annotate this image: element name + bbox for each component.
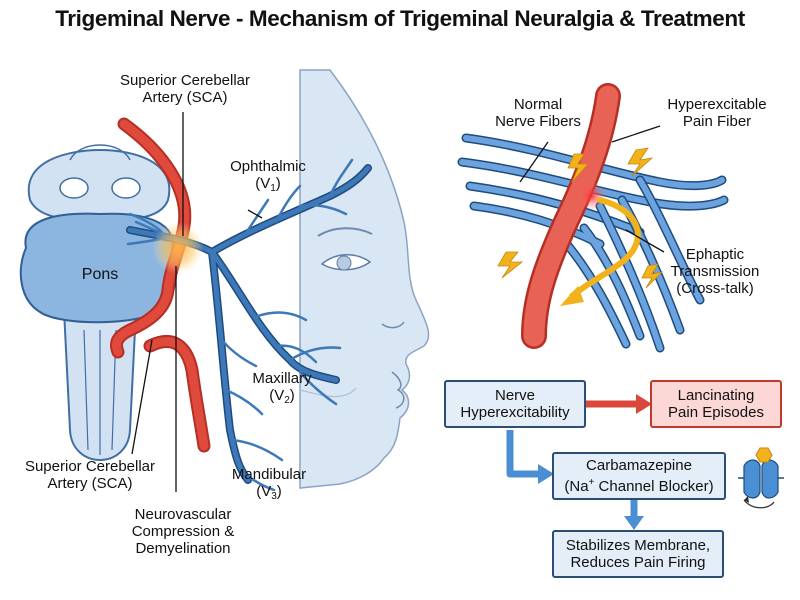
face-profile	[299, 69, 430, 489]
eye-iris	[336, 255, 352, 271]
spark-icon	[497, 251, 524, 279]
eyebrow	[317, 227, 373, 237]
nerve-fiber-inset	[457, 83, 729, 353]
spark-icon	[567, 153, 589, 183]
carbamazepine-box: Carbamazepine (Na+ Channel Blocker)	[552, 452, 726, 500]
nostril	[381, 321, 405, 329]
leader-lines	[131, 112, 263, 492]
spark-icons	[497, 147, 664, 289]
midbrain	[27, 148, 171, 222]
stabilizes-membrane-box: Stabilizes Membrane,Reduces Pain Firing	[552, 530, 724, 578]
spark-icon	[641, 263, 664, 289]
compression-glow	[152, 222, 204, 274]
maxillary-label: Maxillary (V2)	[252, 370, 312, 406]
spark-icon	[627, 147, 654, 177]
cerebral-peduncle-right	[111, 177, 141, 199]
inset-leaders	[519, 125, 665, 253]
pons-label: Pons	[81, 266, 119, 283]
flow-arrows	[506, 394, 652, 530]
cheek-line	[299, 387, 357, 398]
trigeminal-nerve	[126, 158, 372, 492]
cross-talk-arrow	[569, 197, 641, 299]
lips	[391, 371, 405, 409]
ion-channel-icon	[738, 447, 784, 509]
midbrain-cap	[69, 144, 131, 161]
mandibular-label: Mandibular (V3)	[231, 466, 307, 502]
cerebral-peduncle-left	[59, 177, 89, 199]
face-jaw	[285, 70, 300, 488]
ophthalmic-label: Ophthalmic (V1)	[230, 158, 306, 194]
ectopic-focus	[578, 182, 606, 210]
page-title: Trigeminal Nerve - Mechanism of Trigemin…	[55, 6, 745, 31]
